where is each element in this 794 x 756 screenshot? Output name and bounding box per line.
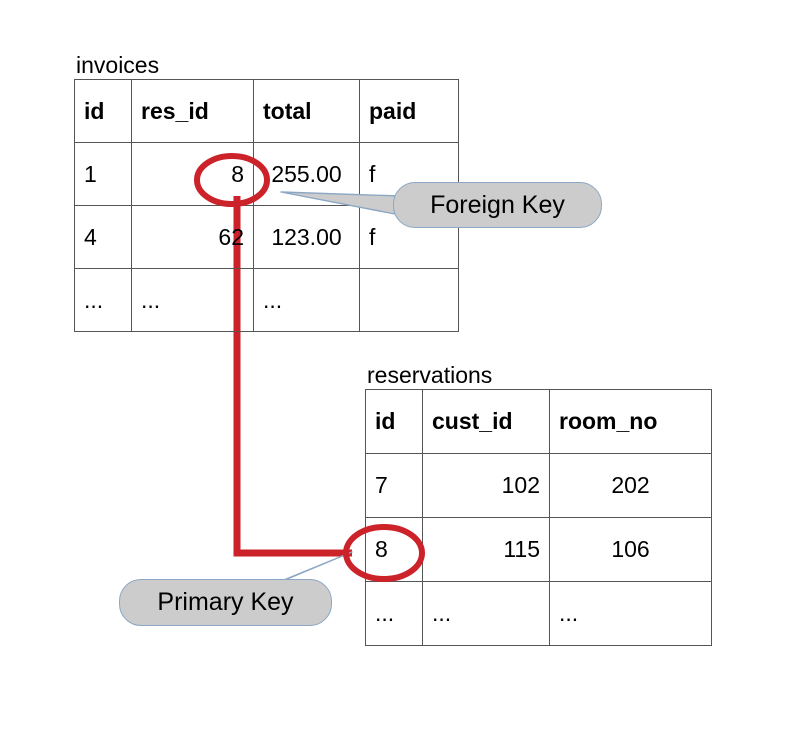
foreign-key-callout: Foreign Key — [393, 182, 602, 228]
invoices-r2-res-id: ... — [131, 268, 254, 332]
invoices-r0-res-id: 8 — [131, 142, 254, 206]
reservations-r0-room-no: 202 — [549, 453, 712, 518]
reservations-r2-id: ... — [365, 581, 423, 646]
reservations-r1-id: 8 — [365, 517, 423, 582]
primary-key-callout-label: Primary Key — [157, 588, 294, 616]
table-row: ... ... ... — [74, 268, 459, 332]
invoices-col-total: total — [253, 79, 360, 143]
reservations-r0-id: 7 — [365, 453, 423, 518]
table-row: ... ... ... — [365, 581, 712, 646]
invoices-col-res-id: res_id — [131, 79, 254, 143]
reservations-r2-cust-id: ... — [422, 581, 550, 646]
reservations-table: id cust_id room_no 7 102 202 8 115 106 .… — [365, 389, 712, 646]
reservations-r1-room-no: 106 — [549, 517, 712, 582]
invoices-col-id: id — [74, 79, 132, 143]
invoices-r0-id: 1 — [74, 142, 132, 206]
reservations-header-row: id cust_id room_no — [365, 389, 712, 454]
reservations-col-id: id — [365, 389, 423, 454]
reservations-col-cust-id: cust_id — [422, 389, 550, 454]
invoices-r1-res-id: 62 — [131, 205, 254, 269]
invoices-col-paid: paid — [359, 79, 459, 143]
reservations-table-block: reservations id cust_id room_no 7 102 20… — [365, 362, 712, 646]
reservations-table-title: reservations — [367, 362, 493, 388]
invoices-r2-paid — [359, 268, 459, 332]
reservations-col-room-no: room_no — [549, 389, 712, 454]
foreign-key-callout-label: Foreign Key — [430, 190, 565, 219]
reservations-r2-room-no: ... — [549, 581, 712, 646]
invoices-table-title: invoices — [76, 52, 160, 78]
primary-key-callout: Primary Key — [119, 579, 332, 626]
table-row: 8 115 106 — [365, 517, 712, 582]
invoices-r2-total: ... — [253, 268, 360, 332]
reservations-r0-cust-id: 102 — [422, 453, 550, 518]
invoices-r0-total: 255.00 — [253, 142, 360, 206]
table-row: 7 102 202 — [365, 453, 712, 518]
invoices-r1-total: 123.00 — [253, 205, 360, 269]
invoices-r1-id: 4 — [74, 205, 132, 269]
reservations-r1-cust-id: 115 — [422, 517, 550, 582]
invoices-r2-id: ... — [74, 268, 132, 332]
invoices-header-row: id res_id total paid — [74, 79, 459, 143]
